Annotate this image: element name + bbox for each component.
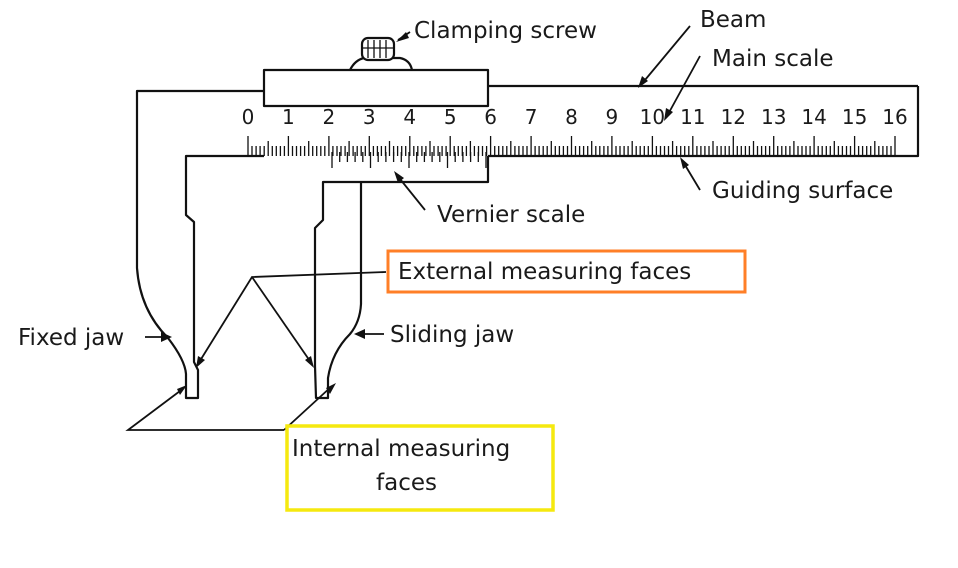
vernier-scale-ticks	[331, 152, 487, 168]
guiding-surface-label: Guiding surface	[712, 178, 893, 204]
main-scale-number: 14	[801, 105, 826, 129]
main-scale-number: 0	[242, 105, 255, 129]
clamping-screw-label: Clamping screw	[414, 18, 597, 44]
internal-faces-label-line1: Internal measuring	[292, 436, 510, 462]
main-scale-number: 10	[640, 105, 665, 129]
main-scale-number: 13	[761, 105, 786, 129]
internal-faces-label-line2: faces	[376, 470, 437, 496]
main-scale-number: 2	[323, 105, 336, 129]
clamping-screw-icon	[349, 36, 414, 71]
sliding-jaw-label: Sliding jaw	[390, 322, 514, 348]
main-scale-label: Main scale	[712, 46, 833, 72]
main-scale-number: 1	[282, 105, 295, 129]
sliding-jaw-outline	[262, 68, 490, 400]
main-scale-number: 8	[565, 105, 578, 129]
main-scale-ticks	[247, 136, 896, 156]
main-scale-number: 5	[444, 105, 457, 129]
beam-label: Beam	[700, 7, 766, 33]
vernier-scale-label: Vernier scale	[437, 202, 585, 228]
main-scale-number: 7	[525, 105, 538, 129]
main-scale-number: 4	[403, 105, 416, 129]
main-scale-number: 15	[842, 105, 867, 129]
fixed-jaw-label: Fixed jaw	[18, 325, 124, 351]
internal-faces-highlight	[285, 424, 555, 512]
beam-outline	[135, 84, 920, 400]
main-scale-number: 3	[363, 105, 376, 129]
main-scale-number: 16	[882, 105, 907, 129]
main-scale-number: 11	[680, 105, 705, 129]
main-scale-number: 12	[721, 105, 746, 129]
external-faces-highlight	[386, 249, 747, 294]
leader-lines	[125, 25, 701, 431]
external-faces-label: External measuring faces	[398, 259, 691, 285]
main-scale-number: 9	[606, 105, 619, 129]
main-scale-number: 6	[484, 105, 497, 129]
